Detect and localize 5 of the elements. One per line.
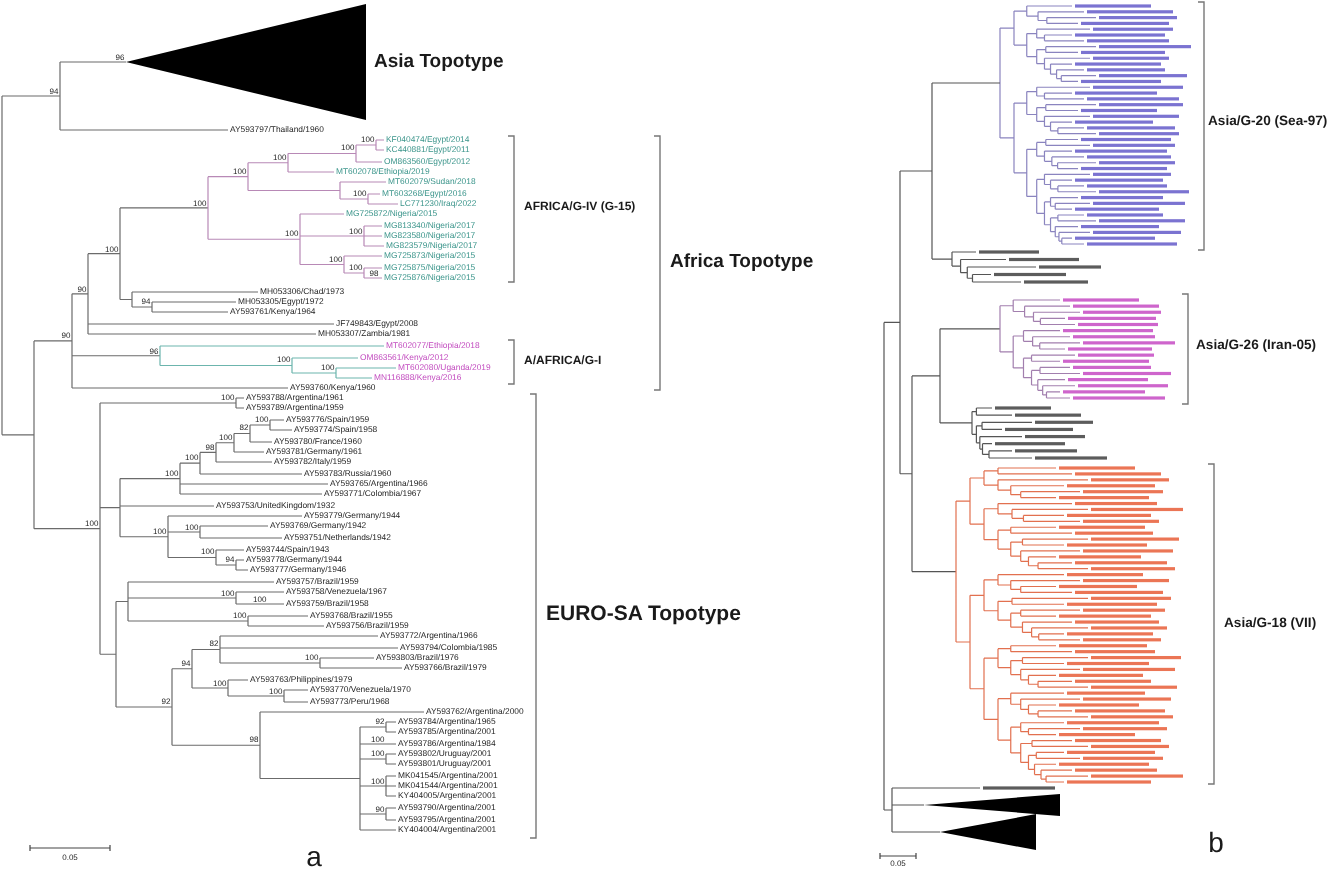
- clade-label: EURO-SA Topotype: [546, 603, 741, 625]
- panel-letter: b: [1208, 828, 1224, 856]
- panel-letter: a: [306, 842, 322, 870]
- clade-label: Africa Topotype: [670, 252, 814, 272]
- clade-label: Asia Topotype: [374, 52, 504, 72]
